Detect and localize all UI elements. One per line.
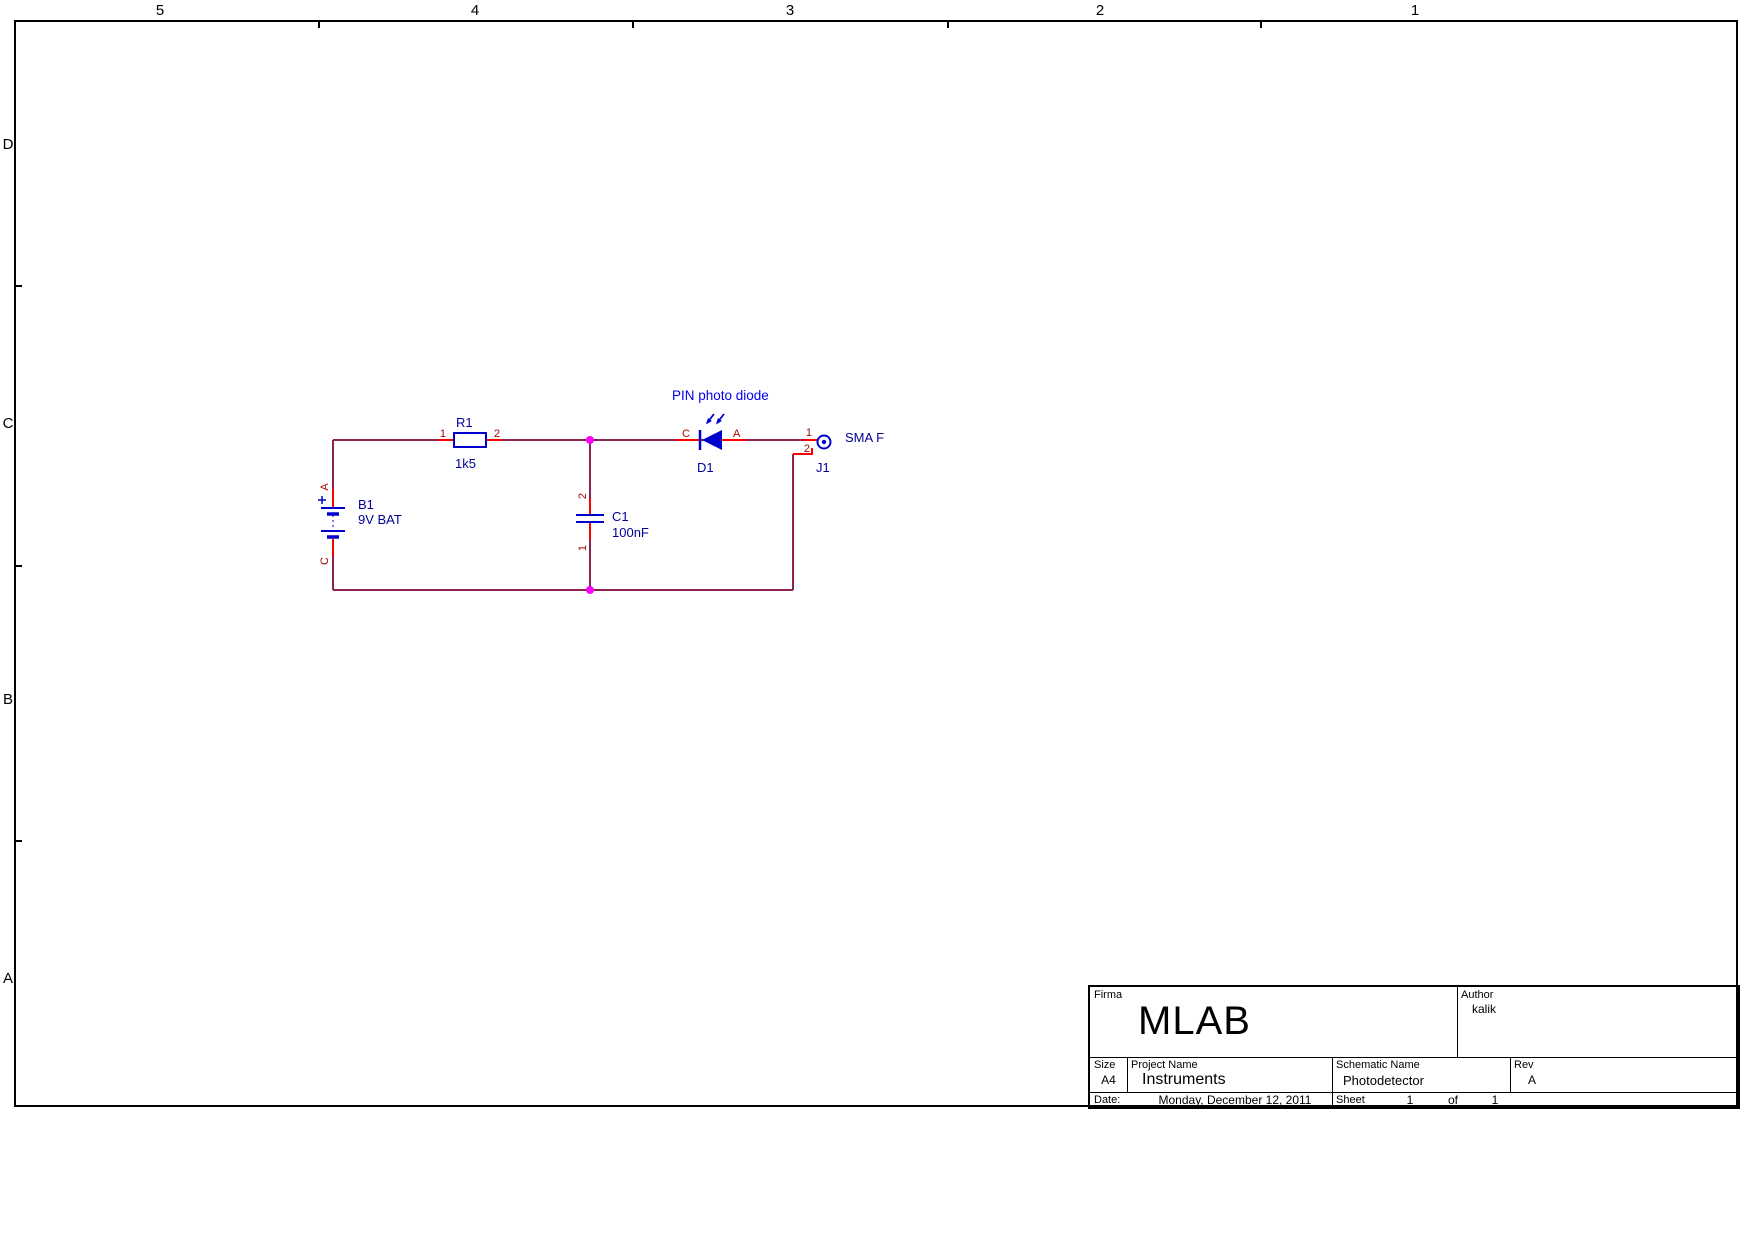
drawing-frame	[14, 20, 1738, 1107]
rev-label: Rev	[1514, 1059, 1534, 1071]
schematic-name-label: Schematic Name	[1336, 1059, 1420, 1071]
sheet-label: Sheet	[1336, 1094, 1365, 1106]
frame-column-label-1: 1	[1410, 2, 1420, 19]
junction-dot-top	[586, 436, 594, 444]
sheet-total: 1	[1491, 1093, 1499, 1107]
photo-arrow-head-2	[716, 418, 722, 425]
battery-anode-label: A	[319, 483, 331, 491]
author-value: kalik	[1472, 1002, 1497, 1016]
schematic-name-value: Photodetector	[1343, 1073, 1424, 1088]
company-name: MLAB	[1138, 999, 1251, 1043]
connector-refdes: J1	[816, 460, 830, 475]
frame-row-label-d: D	[2, 136, 14, 153]
battery-plus-sign	[318, 496, 326, 504]
capacitor-refdes: C1	[612, 509, 629, 524]
capacitor-value: 100nF	[612, 525, 649, 540]
frame-column-label-4: 4	[470, 2, 480, 19]
diode-cathode-label: C	[682, 428, 690, 440]
project-name-label: Project Name	[1131, 1059, 1198, 1071]
photodiode-note: PIN photo diode	[672, 388, 769, 403]
resistor-body	[453, 432, 487, 448]
title-block-divider	[1457, 987, 1458, 1057]
resistor-value: 1k5	[455, 456, 476, 471]
resistor-pin1-number: 1	[440, 428, 446, 440]
frame-tick	[14, 565, 22, 567]
frame-tick	[318, 20, 320, 28]
title-block-divider	[1510, 1057, 1511, 1092]
title-block-divider	[1127, 1057, 1128, 1092]
frame-row-label-c: C	[2, 415, 14, 432]
sheet-of-label: of	[1448, 1093, 1459, 1107]
frame-column-label-5: 5	[155, 2, 165, 19]
battery-refdes: B1	[358, 497, 374, 512]
connector-value: SMA F	[845, 430, 884, 445]
frame-row-label-b: B	[2, 691, 13, 708]
frame-tick	[632, 20, 634, 28]
frame-tick	[947, 20, 949, 28]
battery-short-plates	[327, 512, 339, 539]
size-value: A4	[1101, 1073, 1116, 1087]
pin-wires	[332, 439, 817, 556]
title-block-divider	[1332, 1057, 1333, 1107]
net-junctions	[586, 436, 594, 594]
connector-pin2-number: 2	[804, 443, 810, 455]
component-labels: R1 1k5 B1 9V BAT C1 100nF D1 J1 SMA F	[358, 415, 884, 540]
capacitor-pin2-number: 2	[577, 493, 589, 499]
frame-row-label-a: A	[2, 970, 13, 987]
title-block-divider	[1090, 1057, 1738, 1058]
date-label: Date:	[1094, 1094, 1121, 1106]
frame-tick	[1260, 20, 1262, 28]
junction-dot-bottom	[586, 586, 594, 594]
date-value: Monday, December 12, 2011	[1158, 1093, 1312, 1107]
rev-value: A	[1528, 1073, 1537, 1087]
component-fills	[702, 418, 827, 450]
pin-labels: 1 2 C A 1 2 2 1 A C	[319, 427, 812, 565]
battery-cathode-label: C	[319, 557, 331, 565]
connector-pin1-number: 1	[806, 427, 812, 439]
diode-refdes: D1	[697, 460, 714, 475]
author-label: Author	[1461, 989, 1494, 1001]
resistor-pin2-number: 2	[494, 428, 500, 440]
photo-arrow-head-1	[706, 418, 712, 425]
connector-pin-wires	[793, 439, 817, 455]
battery-long-plates	[321, 507, 345, 532]
size-label: Size	[1094, 1059, 1116, 1071]
battery-value: 9V BAT	[358, 512, 402, 527]
diode-triangle	[702, 430, 722, 450]
schematic-note: PIN photo diode	[672, 388, 769, 403]
connector-center-dot	[821, 439, 827, 445]
frame-column-label-2: 2	[1095, 2, 1105, 19]
frame-column-label-3: 3	[785, 2, 795, 19]
capacitor-pin1-number: 1	[577, 545, 589, 551]
net-wires	[332, 439, 803, 591]
diode-anode-label: A	[733, 428, 741, 440]
frame-tick	[14, 840, 22, 842]
sheet-number: 1	[1406, 1093, 1414, 1107]
firma-label: Firma	[1094, 989, 1123, 1001]
title-block: Firma MLAB Author kalik Size A4 Project …	[1088, 985, 1740, 1109]
resistor-refdes: R1	[456, 415, 473, 430]
capacitor-plates	[576, 514, 604, 523]
project-name-value: Instruments	[1142, 1071, 1226, 1088]
frame-tick	[14, 285, 22, 287]
title-block-divider	[1090, 1092, 1738, 1093]
